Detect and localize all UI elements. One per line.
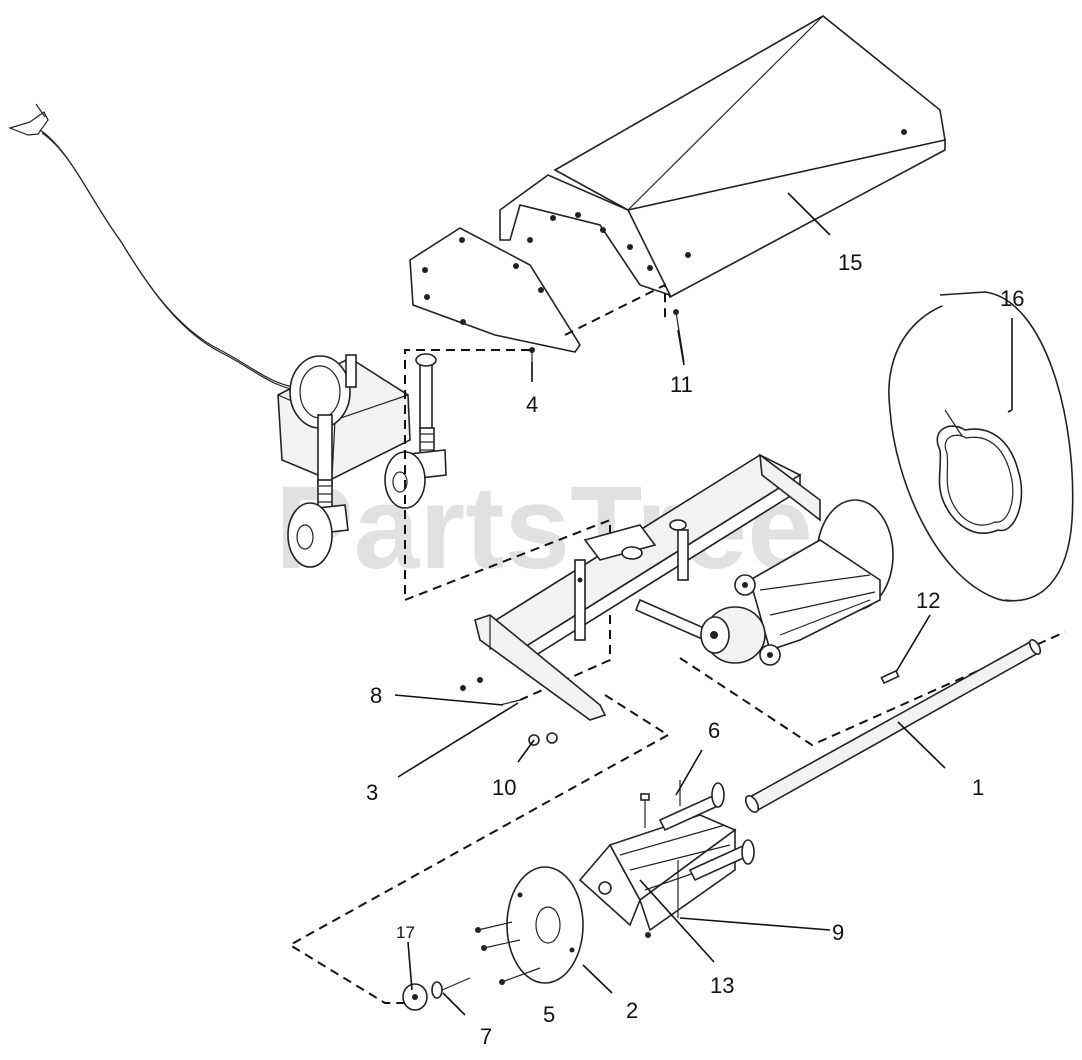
callout-11: 11 [670, 372, 693, 397]
callout-6: 6 [708, 718, 720, 743]
part-1-shaft [744, 638, 1042, 813]
tine-reel-exploded [578, 780, 755, 938]
callout-1: 1 [972, 775, 984, 800]
part-12-pin [880, 669, 900, 685]
callout-5: 5 [543, 1002, 555, 1027]
part-15-hood [499, 15, 946, 299]
callout-15: 15 [838, 250, 862, 275]
leader-lines [394, 192, 1013, 1016]
part-8-hardware [460, 677, 483, 691]
dashed-group-hood [564, 283, 666, 336]
control-cable [8, 103, 303, 392]
hood-side-plate [409, 227, 581, 353]
wheel-bracket-assembly [277, 353, 447, 568]
dashed-group-upper-frame [604, 694, 669, 736]
callout-3: 3 [366, 780, 378, 805]
part-10-nut [528, 732, 558, 746]
callout-17: 17 [396, 923, 415, 942]
part-16-disc-cover [888, 291, 1074, 602]
dashed-group-lower [288, 734, 669, 1004]
callout-12: 12 [916, 588, 940, 613]
callout-13: 13 [710, 973, 734, 998]
callout-10: 10 [492, 775, 516, 800]
callout-4: 4 [526, 392, 538, 417]
part-5-bolts [475, 921, 541, 985]
part-2-disc [506, 866, 584, 984]
callout-9: 9 [832, 920, 844, 945]
callout-7: 7 [480, 1024, 492, 1049]
callout-16: 16 [1000, 286, 1024, 311]
part-3-bolt [499, 699, 521, 706]
part-7-nut [431, 977, 471, 999]
main-frame [474, 453, 821, 721]
dashed-group-reel [679, 631, 1066, 747]
tine-reel-assembled [634, 499, 894, 666]
callout-2: 2 [626, 998, 638, 1023]
callout-8: 8 [370, 683, 382, 708]
part-17-cap [402, 983, 428, 1011]
dashed-group-bracket [404, 349, 611, 701]
